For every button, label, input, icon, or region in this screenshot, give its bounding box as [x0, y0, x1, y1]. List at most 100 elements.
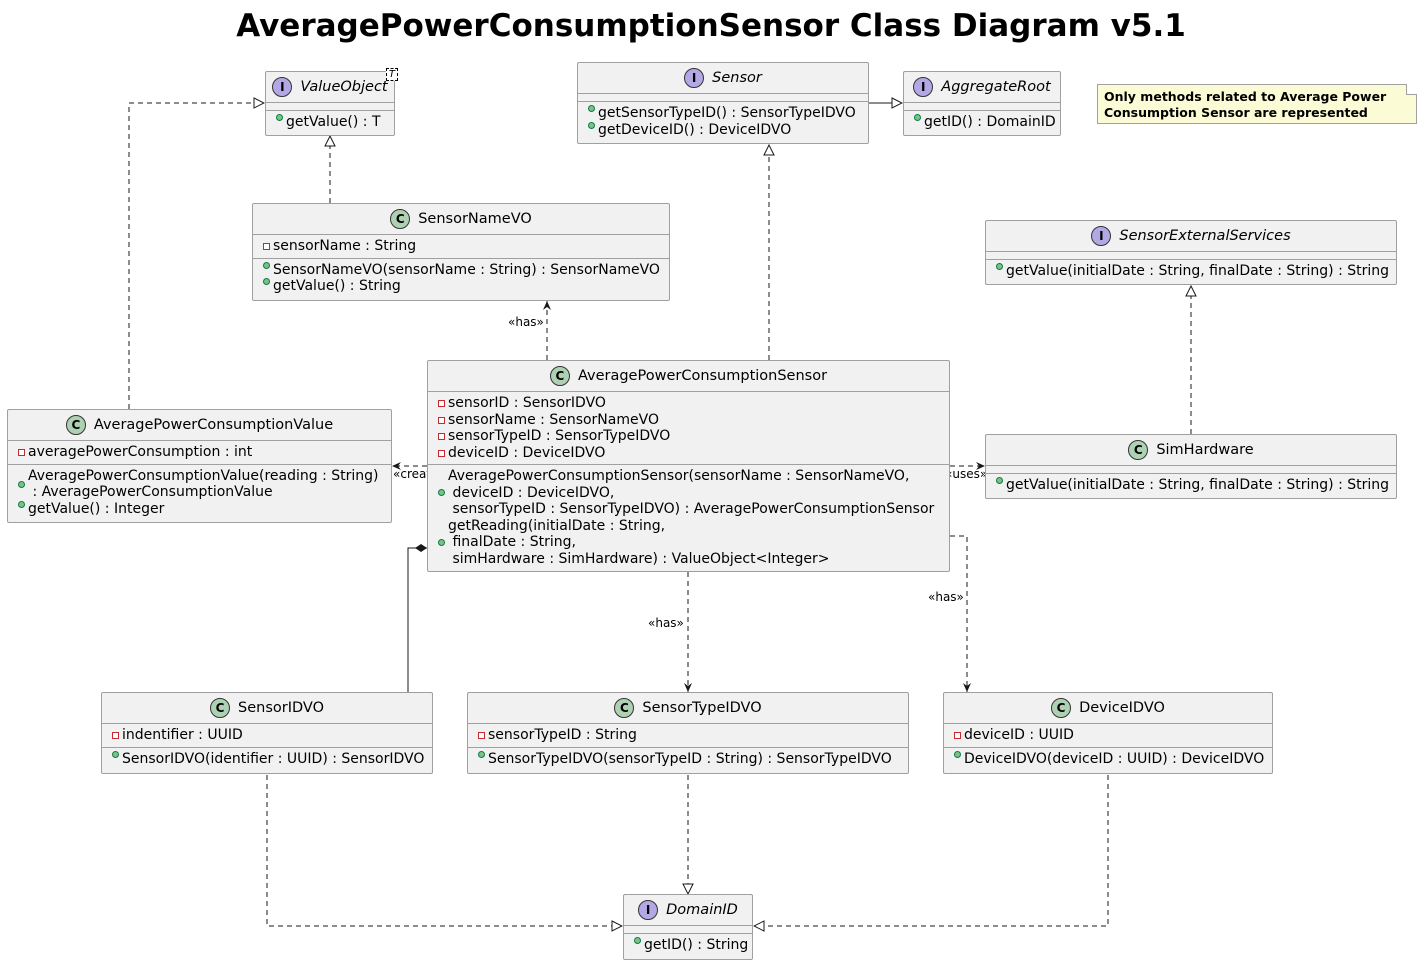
member-text: sensorName : String: [273, 238, 417, 254]
attribute-row: deviceID : UUID: [950, 727, 1266, 744]
member-text: getSensorTypeID() : SensorTypeIDVO: [598, 105, 856, 121]
method-row: getDeviceID() : DeviceIDVO: [584, 121, 862, 139]
public-visibility-icon: [992, 477, 1006, 484]
methods-section: DeviceIDVO(deviceID : UUID) : DeviceIDVO: [944, 746, 1272, 771]
class-name: SensorNameVO: [418, 210, 532, 227]
member-text: getValue(initialDate : String, finalDate…: [1006, 263, 1390, 279]
public-visibility-icon: [584, 105, 598, 112]
method-row: getValue() : T: [272, 114, 388, 131]
method-row: getValue() : Integer: [14, 500, 385, 518]
member-text: sensorID : SensorIDVO: [448, 395, 606, 411]
public-marker: [953, 750, 961, 758]
note-line-1: Only methods related to Average Power: [1104, 89, 1387, 104]
attribute-row: sensorID : SensorIDVO: [434, 395, 943, 412]
public-visibility-icon: [14, 480, 28, 488]
public-visibility-icon: [950, 750, 964, 758]
private-visibility-icon: [434, 395, 448, 407]
public-marker: [587, 121, 595, 129]
attributes-section: sensorTypeID : String: [468, 723, 908, 747]
member-text: averagePowerConsumption : int: [28, 444, 253, 460]
method-row: getSensorTypeID() : SensorTypeIDVO: [584, 105, 862, 122]
member-text: AveragePowerConsumptionValue(reading : S…: [28, 468, 379, 501]
private-marker: [111, 732, 119, 739]
private-marker: [262, 243, 270, 250]
class-name: AveragePowerConsumptionSensor: [577, 367, 828, 384]
class-simhardware[interactable]: C SimHardware getValue(initialDate : Strin…: [985, 434, 1397, 499]
public-visibility-icon: [630, 937, 644, 944]
public-visibility-icon: [434, 489, 448, 497]
private-marker: [437, 449, 445, 457]
attributes-section: [266, 102, 394, 110]
public-visibility-icon: [259, 261, 273, 269]
class-name: Sensor: [712, 69, 762, 86]
public-marker: [587, 105, 595, 112]
class-name: SensorExternalServices: [1119, 227, 1291, 244]
class-name: ValueObject: [300, 78, 388, 95]
note-fold: [1406, 84, 1417, 95]
member-text: getValue() : String: [273, 278, 401, 294]
private-visibility-icon: [434, 445, 448, 457]
member-text: SensorIDVO(identifier : UUID) : SensorID…: [122, 750, 425, 767]
class-icon: C: [549, 366, 570, 386]
private-visibility-icon: [474, 727, 488, 739]
methods-section: AveragePowerConsumptionSensor(sensorName…: [428, 464, 949, 570]
class-sensorexternalservices[interactable]: I SensorExternalServices getValue(initialD…: [985, 220, 1397, 285]
attribute-row: averagePowerConsumption : int: [14, 444, 385, 461]
public-marker: [913, 114, 921, 121]
note-line-2: Consumption Sensor are represented: [1104, 105, 1368, 120]
public-marker: [995, 263, 1003, 270]
edge-sensoridvo-apcsensor: [407, 544, 427, 692]
class-header: I SensorExternalServices: [986, 221, 1396, 251]
methods-section: SensorTypeIDVO(sensorTypeID : String) : …: [468, 746, 908, 771]
public-marker: [633, 937, 641, 944]
edge-sensoridvo-domainid: [266, 775, 622, 926]
attributes-section: deviceID : UUID: [944, 723, 1272, 747]
method-row: AveragePowerConsumptionSensor(sensorName…: [434, 468, 943, 518]
class-name: SimHardware: [1156, 441, 1254, 458]
attribute-row: sensorTypeID : SensorTypeIDVO: [434, 428, 943, 445]
private-visibility-icon: [434, 428, 448, 440]
interface-icon: I: [1091, 226, 1112, 246]
label-has-device: «has»: [928, 590, 964, 604]
public-marker: [275, 114, 283, 121]
method-row: getValue(initialDate : String, finalDate…: [992, 477, 1390, 494]
diagram-title: AveragePowerConsumptionSensor Class Diag…: [236, 8, 1186, 44]
class-icon: C: [614, 698, 635, 718]
methods-section: getValue() : T: [266, 110, 394, 134]
class-name: SensorIDVO: [238, 699, 324, 716]
attribute-row: sensorName : String: [259, 238, 663, 255]
method-row: getValue(initialDate : String, finalDate…: [992, 263, 1390, 280]
member-text: DeviceIDVO(deviceID : UUID) : DeviceIDVO: [964, 750, 1265, 767]
type-parameter: T: [385, 68, 398, 81]
methods-section: getValue(initialDate : String, finalDate…: [986, 259, 1396, 283]
class-icon: C: [1128, 440, 1149, 460]
edge-apcsensor-deviceidvo: [950, 535, 971, 692]
public-marker: [262, 261, 270, 269]
method-row: SensorTypeIDVO(sensorTypeID : String) : …: [474, 750, 902, 768]
class-averagepowerconsumptionsensor[interactable]: C AveragePowerConsumptionSensor sensorID :…: [427, 360, 950, 572]
method-row: SensorNameVO(sensorName : String) : Sens…: [259, 261, 663, 279]
public-visibility-icon: [272, 114, 286, 121]
public-visibility-icon: [474, 750, 488, 758]
diagram-note: Only methods related to Average Power Co…: [1097, 84, 1417, 124]
private-visibility-icon: [108, 727, 122, 739]
class-name: DeviceIDVO: [1079, 699, 1165, 716]
method-row: getValue() : String: [259, 278, 663, 295]
method-row: getID() : String: [630, 937, 748, 954]
class-header: C AveragePowerConsumptionSensor: [428, 361, 949, 391]
